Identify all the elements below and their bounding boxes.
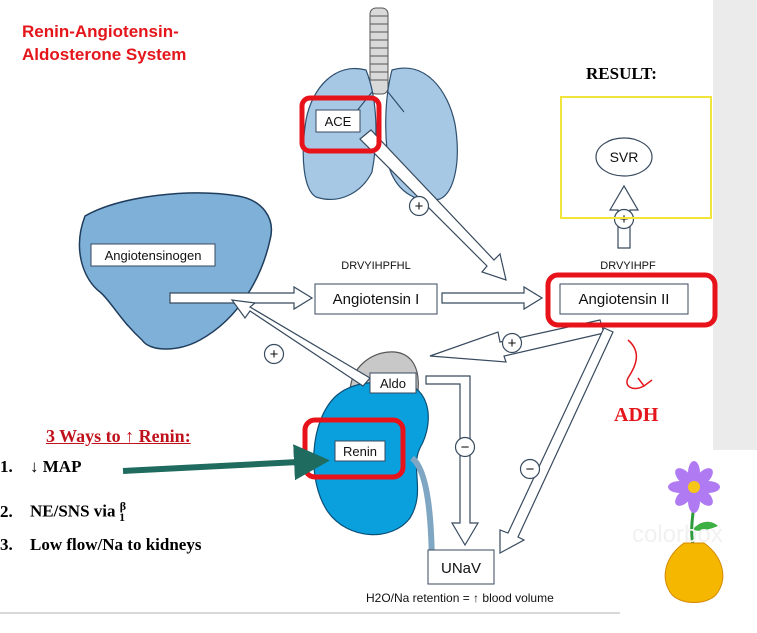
minus-label: − [461,439,470,456]
angiotensinogen-box [90,243,216,267]
adh-curved-arrow [626,339,653,390]
plus-sign-ace [408,195,430,217]
angiotensinogen-label: Angiotensinogen [105,248,202,263]
angiotensin-2-highlight [545,272,718,328]
plus-sign-liver [263,343,285,365]
angiotensin-1-label: Angiotensin I [333,291,420,308]
list-number: 3. [0,535,13,554]
bottom-divider [0,612,620,614]
list-number: 2. [0,501,13,521]
minus-label: − [526,461,535,478]
aldo-label: Aldo [380,376,406,391]
svr-label: SVR [610,149,639,165]
side-panel [713,0,757,450]
plus-label: + [508,335,517,352]
plus-label: + [270,346,279,363]
minus-sign-ang2 [519,458,541,480]
angiotensin-2-sequence: DRVYIHPF [600,260,656,272]
minus-sign-aldo [454,436,476,458]
svr-ellipse [595,137,653,177]
trachea [369,7,389,95]
ways-list: 1. ↓ MAP 2. NE/SNS via β1 3. Low flow/Na to… [0,456,201,573]
plus-sign-aldo [501,332,523,354]
result-label: RESULT: [586,64,657,83]
title-line-2: Aldosterone System [22,45,187,64]
renin-label: Renin [343,444,377,459]
renin-box [334,440,386,462]
page-title: Renin-Angiotensin- Aldosterone System [22,20,186,66]
plus-label: + [415,198,424,215]
list-text: Low flow/Na to kidneys [30,535,202,554]
title-line-1: Renin-Angiotensin- [22,22,179,41]
angiotensin-1-box [314,283,438,315]
adh-label: ADH [614,404,659,426]
result-box [560,96,712,219]
angiotensin-1-sequence: DRVYIHPFHL [341,260,410,272]
list-item: 1. ↓ MAP [0,456,201,495]
beta-subscript: 1 [119,510,126,525]
angiotensin-2-label: Angiotensin II [579,291,670,308]
list-item: 2. NE/SNS via β1 [0,495,201,534]
aldo-box [369,372,417,394]
ways-title: 3 Ways to ↑ Renin: [46,426,191,446]
caption: H2O/Na retention = ↑ blood volume [366,591,554,605]
ace-box [315,109,361,133]
angiotensin-2-box [559,283,689,315]
unav-label: UNaV [441,560,481,577]
ace-label: ACE [325,114,352,129]
list-item: 3. Low flow/Na to kidneys [0,534,201,573]
liver [78,192,273,350]
watermark: colorbox [632,521,723,548]
flower-vase-illustration [664,461,724,603]
unav-box [427,549,495,585]
beta-symbol: β [119,499,127,513]
ace-highlight [299,95,382,154]
map-to-renin-arrow [122,444,330,481]
plus-label: + [620,211,629,228]
list-text: ↓ MAP [30,457,82,476]
list-number: 1. [0,457,13,476]
list-text: NE/SNS via [30,501,116,521]
